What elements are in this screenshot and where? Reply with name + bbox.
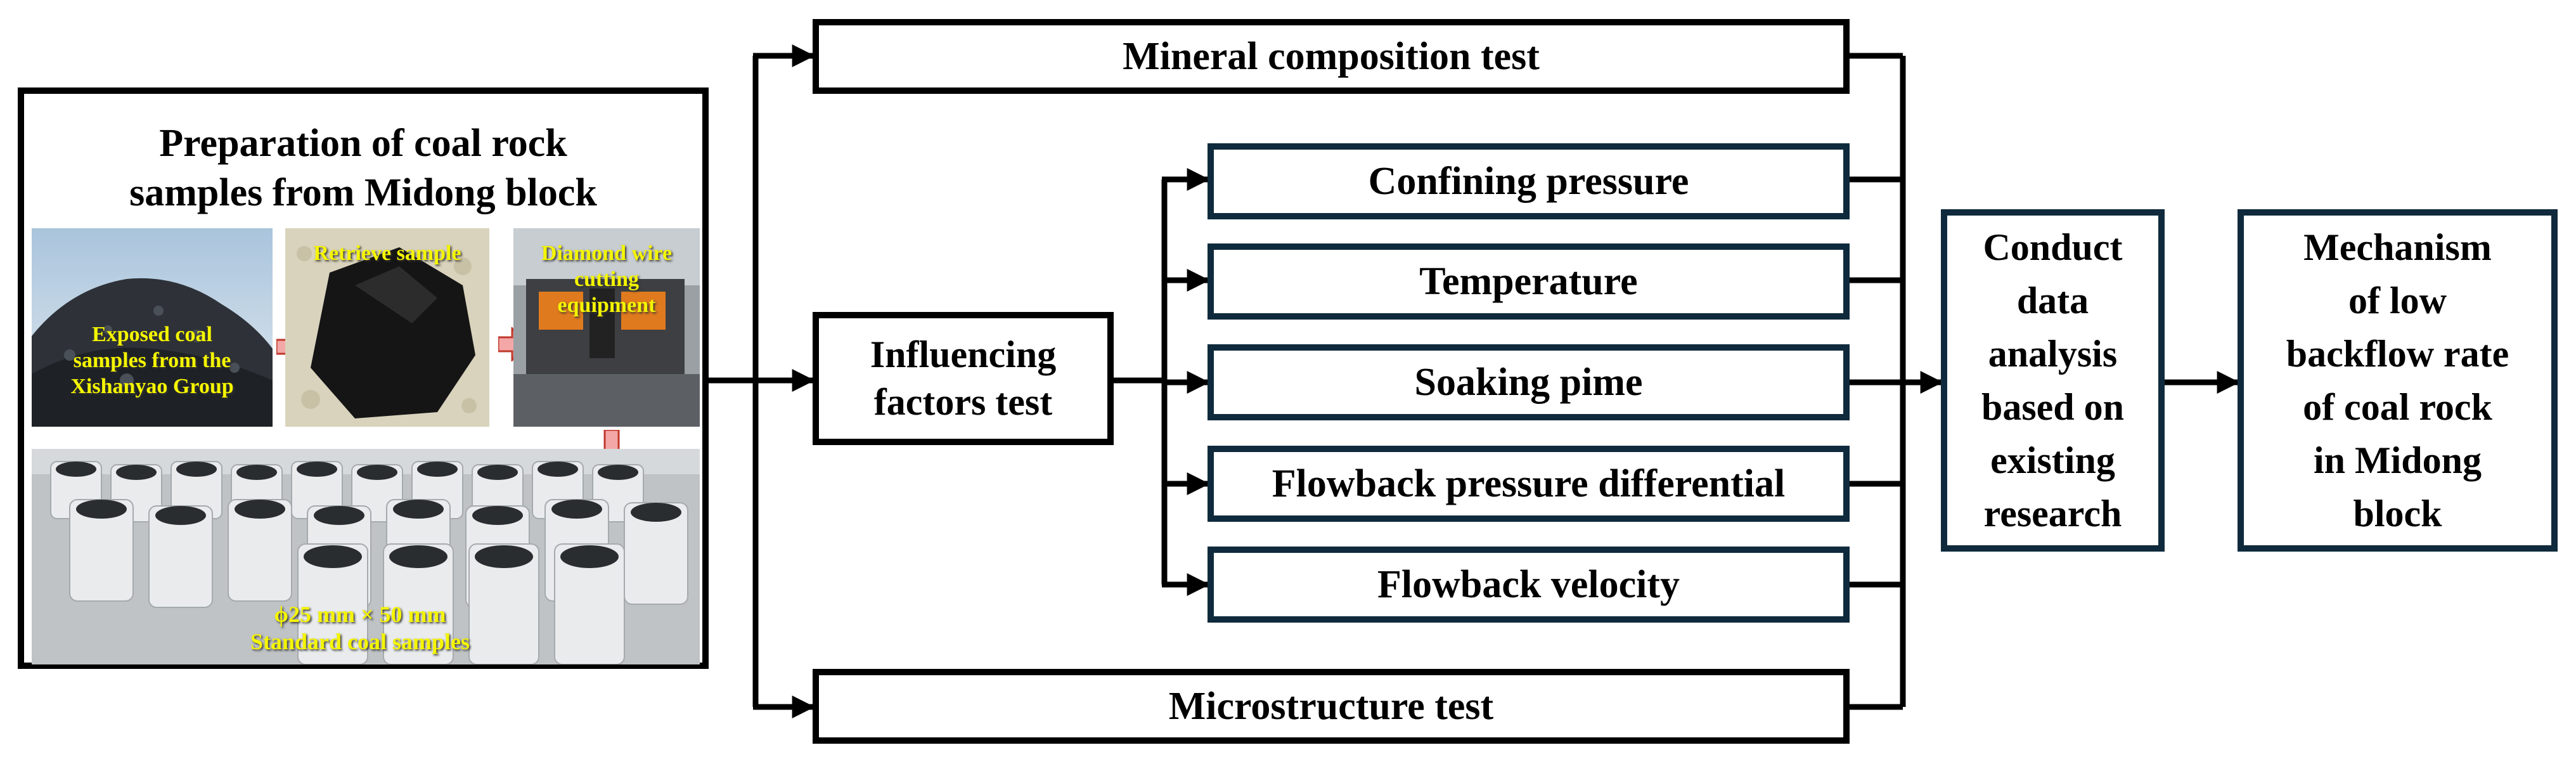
photo-retrieved-sample <box>285 228 489 427</box>
photo-exposed-coal <box>32 228 273 427</box>
caption-standard-samples: ϕ25 mm × 50 mm Standard coal samples <box>250 602 470 655</box>
microstructure-test-box: Microstructure test <box>813 669 1850 744</box>
factor-box-flowback-velocity: Flowback velocity <box>1208 547 1850 623</box>
coal-outcrop-image <box>32 228 273 427</box>
factor-label: Temperature <box>1419 259 1638 303</box>
mechanism-box: Mechanism of low backflow rate of coal r… <box>2238 209 2558 552</box>
factor-label: Flowback pressure differential <box>1272 462 1786 505</box>
standard-samples-image <box>32 449 700 664</box>
retrieved-coal-image <box>285 228 489 427</box>
photo-cutting-equipment <box>513 228 700 427</box>
caption-cutting-equipment: Diamond wire cutting equipment <box>541 242 673 317</box>
factor-box-flowback-pressure: Flowback pressure differential <box>1208 446 1850 522</box>
factor-box-temperature: Temperature <box>1208 243 1850 320</box>
factor-box-confining-pressure: Confining pressure <box>1208 143 1850 219</box>
factor-label: Flowback velocity <box>1377 562 1680 606</box>
data-analysis-label: Conduct data analysis based on existing … <box>1981 226 2125 534</box>
sample-preparation-panel: Preparation of coal rock samples from Mi… <box>18 87 709 669</box>
factor-box-soaking-time: Soaking pime <box>1208 344 1850 420</box>
prep-panel-title: Preparation of coal rock samples from Mi… <box>129 122 597 214</box>
caption-retrieve-sample: Retrieve sample <box>313 242 461 265</box>
mineral-composition-test-label: Mineral composition test <box>1123 34 1540 78</box>
photo-standard-samples <box>32 449 700 664</box>
influencing-factors-test-box: Influencing factors test <box>813 312 1114 445</box>
data-analysis-box: Conduct data analysis based on existing … <box>1941 209 2165 552</box>
mineral-composition-test-box: Mineral composition test <box>813 19 1850 94</box>
factor-label: Confining pressure <box>1368 159 1689 203</box>
caption-exposed-coal: Exposed coal samples from the Xishanyao … <box>70 323 234 398</box>
factor-label: Soaking pime <box>1414 360 1643 404</box>
influencing-factors-test-label: Influencing factors test <box>870 333 1057 423</box>
mechanism-label: Mechanism of low backflow rate of coal r… <box>2286 226 2509 534</box>
cutting-equipment-image <box>513 228 700 427</box>
microstructure-test-label: Microstructure test <box>1168 684 1494 728</box>
